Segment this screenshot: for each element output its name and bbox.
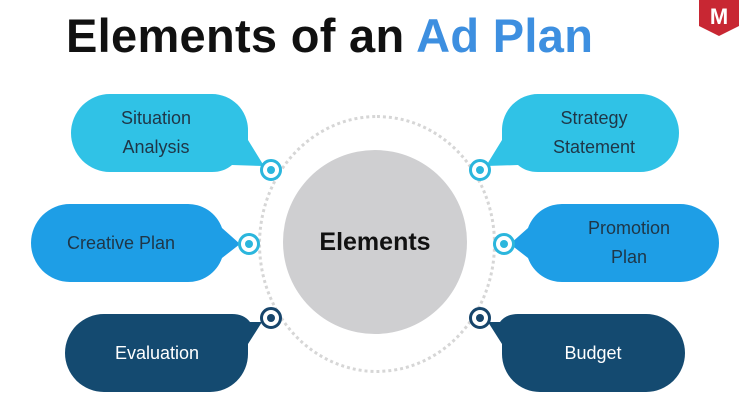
connector-dot xyxy=(469,307,491,329)
node-evaluation: Evaluation xyxy=(72,318,242,388)
title-accent: Ad Plan xyxy=(416,9,594,62)
logo-letter: M xyxy=(710,4,728,29)
bubble-evaluation xyxy=(65,314,262,392)
connector-dot xyxy=(260,307,282,329)
bubble-situation-analysis xyxy=(71,94,264,172)
bubble-strategy-statement xyxy=(486,94,679,172)
center-circle: Elements xyxy=(283,150,467,334)
node-budget: Budget xyxy=(508,318,678,388)
center-label: Elements xyxy=(319,227,431,256)
connector-dot xyxy=(493,233,515,255)
bubble-creative-plan xyxy=(31,203,240,283)
node-label: Budget xyxy=(564,342,622,363)
brand-logo: M xyxy=(699,0,739,36)
node-label: Evaluation xyxy=(114,342,200,363)
node-creative-plan: Creative Plan xyxy=(40,208,202,278)
page-title: Elements of an Ad Plan xyxy=(66,8,593,63)
node-label: Promotion Plan xyxy=(587,218,671,267)
bubble-budget xyxy=(488,314,685,392)
node-label: Strategy Statement xyxy=(552,108,636,157)
connector-dot xyxy=(260,159,282,181)
title-prefix: Elements of an xyxy=(66,9,405,62)
bubble-promotion-plan xyxy=(510,203,719,283)
node-promotion-plan: Promotion Plan xyxy=(548,208,710,278)
connector-dot xyxy=(469,159,491,181)
node-label: Creative Plan xyxy=(66,232,176,253)
connector-dot xyxy=(238,233,260,255)
node-label: Situation Analysis xyxy=(120,108,192,157)
node-situation-analysis: Situation Analysis xyxy=(76,98,236,168)
node-strategy-statement: Strategy Statement xyxy=(514,98,674,168)
